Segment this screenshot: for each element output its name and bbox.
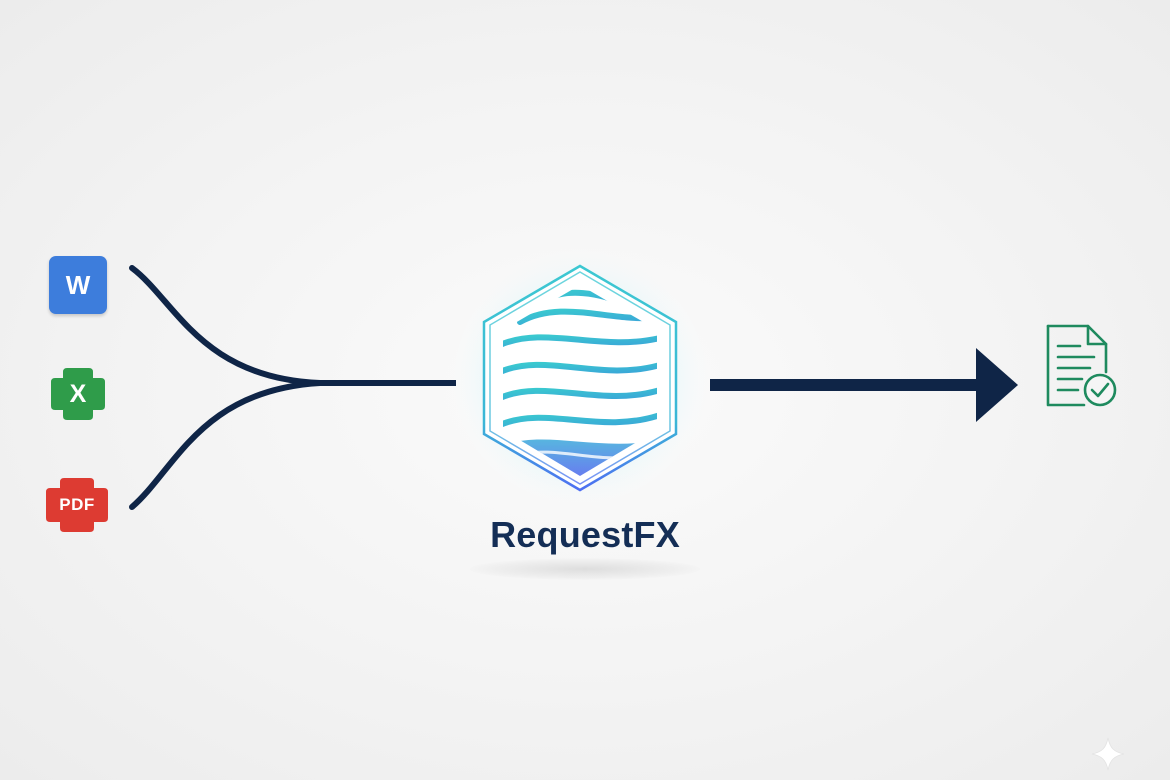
sparkle-icon — [1091, 737, 1125, 771]
connector-bottom — [129, 380, 323, 510]
word-document-icon: W — [49, 256, 107, 314]
excel-spreadsheet-icon: X — [47, 364, 109, 424]
brand-name: RequestFX — [490, 514, 680, 555]
excel-icon-label: X — [69, 379, 87, 408]
connector-top — [129, 265, 323, 386]
pdf-icon-label: PDF — [59, 495, 95, 514]
output-arrow-head — [976, 348, 1018, 422]
pdf-document-icon: PDF — [44, 476, 110, 534]
word-icon-label: W — [65, 269, 91, 300]
excel-icon-shape — [51, 368, 105, 420]
brand-shadow — [470, 558, 700, 580]
pdf-icon-shape — [46, 478, 108, 532]
verified-document-icon — [1046, 324, 1117, 407]
requestfx-logo-icon — [482, 264, 678, 492]
